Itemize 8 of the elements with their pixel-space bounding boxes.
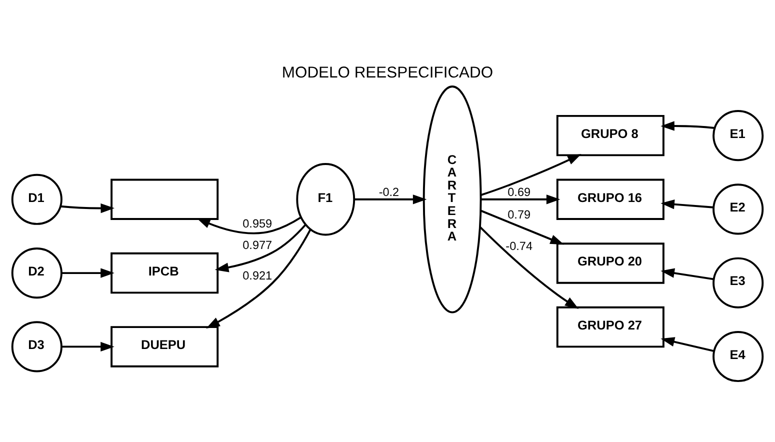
edge-label: 0.69 xyxy=(508,186,531,200)
edge-label: 0.959 xyxy=(242,217,272,230)
diagram-title: MODELO REESPECIFICADO xyxy=(282,64,494,82)
edge-label: 0.977 xyxy=(242,239,272,252)
edge-label: -0.2 xyxy=(378,186,400,200)
edge-label: 0.79 xyxy=(508,208,531,222)
edge-label: -0.74 xyxy=(506,240,533,254)
edge-label: 0.921 xyxy=(242,270,272,283)
